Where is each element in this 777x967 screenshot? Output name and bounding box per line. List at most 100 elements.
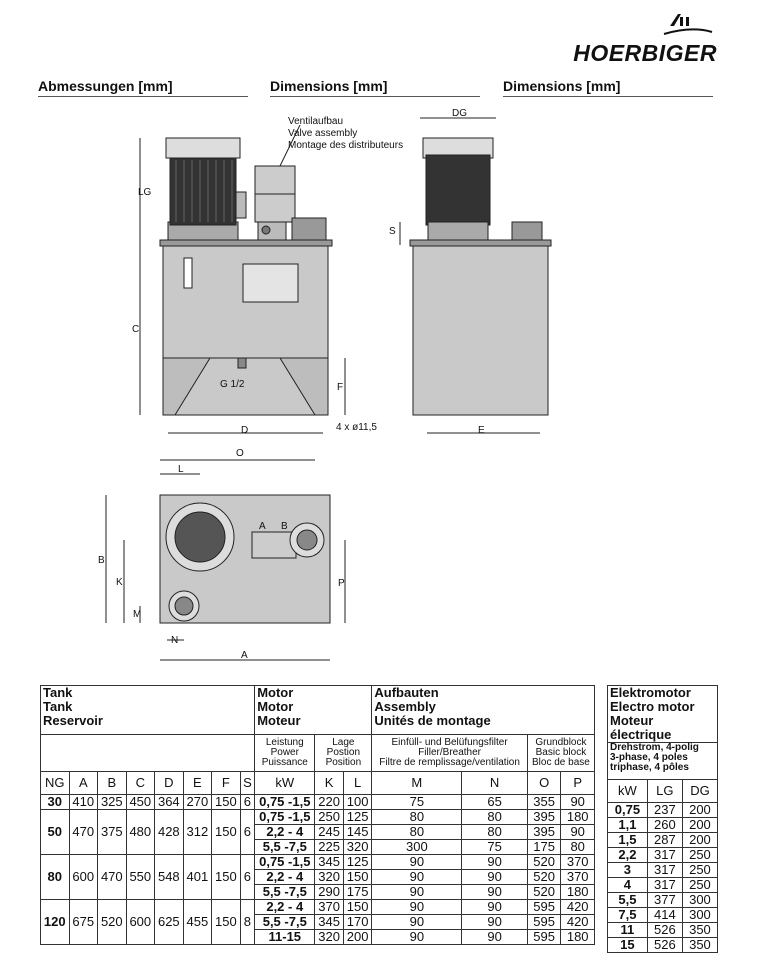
header-de: Abmessungen [mm] [38, 78, 173, 94]
group-tank: Tank Tank Reservoir [39, 685, 256, 735]
table-cell: 90 [461, 899, 528, 915]
holes-label: 4 x ø11,5 [336, 422, 377, 433]
table-cell: 375 [97, 809, 127, 855]
port-a-label: A [259, 521, 266, 532]
column-header: C [125, 771, 156, 795]
kw-cell: 4 [607, 877, 648, 893]
table-cell: 395 [526, 809, 562, 825]
table-cell: 370 [314, 899, 344, 915]
table-cell: 250 [681, 862, 719, 878]
table-cell: 520 [526, 884, 562, 900]
table-cell: 317 [646, 847, 683, 863]
sub-position: Lage Postion Position [314, 734, 373, 772]
table-cell: 6 [239, 794, 256, 810]
valve-block-icon [254, 165, 327, 241]
table-cell: 401 [182, 854, 213, 900]
kw-cell: 2,2 - 4 [254, 824, 316, 840]
table-cell: 370 [560, 869, 595, 885]
column-header: S [239, 771, 256, 795]
kw-cell: 15 [607, 937, 648, 953]
dim-dg: DG [452, 108, 467, 119]
front-view [139, 124, 346, 434]
brand-name: HOERBIGER [573, 40, 717, 66]
kw-cell: 1,1 [607, 817, 648, 833]
table-cell: 312 [182, 809, 213, 855]
table-cell: 90 [371, 884, 463, 900]
ng-cell: 30 [40, 794, 70, 810]
kw-cell: 5,5 -7,5 [254, 839, 316, 855]
column-header: NG [40, 771, 70, 795]
column-header: kW [607, 779, 648, 803]
valve-label-de: Ventilaufbau [288, 116, 343, 127]
table-cell: 520 [97, 899, 127, 945]
dim-m: M [133, 609, 141, 620]
table-cell: 90 [461, 914, 528, 930]
table-cell: 80 [371, 809, 463, 825]
table-cell: 260 [646, 817, 683, 833]
table-cell: 90 [371, 869, 463, 885]
dim-k: K [116, 577, 123, 588]
sub-block: Grundblock Basic block Bloc de base [526, 734, 596, 772]
table-cell: 145 [342, 824, 373, 840]
header-fr: Dimensions [mm] [503, 78, 621, 94]
table-cell: 180 [560, 809, 595, 825]
column-header: M [371, 771, 463, 795]
table-cell: 75 [461, 839, 528, 855]
table-cell: 150 [342, 869, 373, 885]
table-cell: 270 [182, 794, 213, 810]
table-cell: 150 [211, 854, 241, 900]
table-cell: 125 [342, 854, 373, 870]
table-cell: 75 [371, 794, 463, 810]
column-header: N [461, 771, 528, 795]
motor-title: Elektromotor Electro motor Moteur électr… [607, 685, 718, 743]
hoerbiger-logo: HOERBIGER [552, 8, 717, 68]
table-cell: 80 [560, 839, 595, 855]
column-header: A [68, 771, 99, 795]
table-cell: 370 [560, 854, 595, 870]
valve-label-fr: Montage des distributeurs [288, 140, 403, 151]
table-cell: 414 [646, 907, 683, 923]
empty-cell [39, 734, 256, 772]
ng-cell: 120 [40, 899, 70, 945]
table-cell: 6 [239, 854, 256, 900]
table-cell: 450 [125, 794, 156, 810]
table-cell: 150 [211, 809, 241, 855]
table-cell: 150 [342, 899, 373, 915]
top-view [105, 459, 346, 661]
table-cell: 150 [211, 794, 241, 810]
table-cell: 250 [681, 877, 719, 893]
table-cell: 300 [371, 839, 463, 855]
kw-cell: 11 [607, 922, 648, 938]
dim-p: P [338, 578, 345, 589]
dim-f: F [337, 382, 343, 393]
table-cell: 600 [125, 899, 156, 945]
column-header: L [342, 771, 373, 795]
electro-motor-table: Elektromotor Electro motor Moteur électr… [607, 685, 719, 953]
header-rule-de [38, 96, 248, 97]
ng-cell: 80 [40, 854, 70, 900]
kw-cell: 5,5 [607, 892, 648, 908]
dim-d: D [241, 425, 248, 436]
logo-mark-icon [663, 14, 713, 35]
table-cell: 237 [646, 802, 683, 818]
table-cell: 410 [68, 794, 99, 810]
table-cell: 317 [646, 862, 683, 878]
column-header: O [526, 771, 562, 795]
column-header: D [154, 771, 184, 795]
table-cell: 377 [646, 892, 683, 908]
nameplate [242, 263, 299, 303]
table-cell: 350 [681, 922, 719, 938]
header-rule-en [270, 96, 480, 97]
table-cell: 175 [342, 884, 373, 900]
column-header: P [560, 771, 595, 795]
